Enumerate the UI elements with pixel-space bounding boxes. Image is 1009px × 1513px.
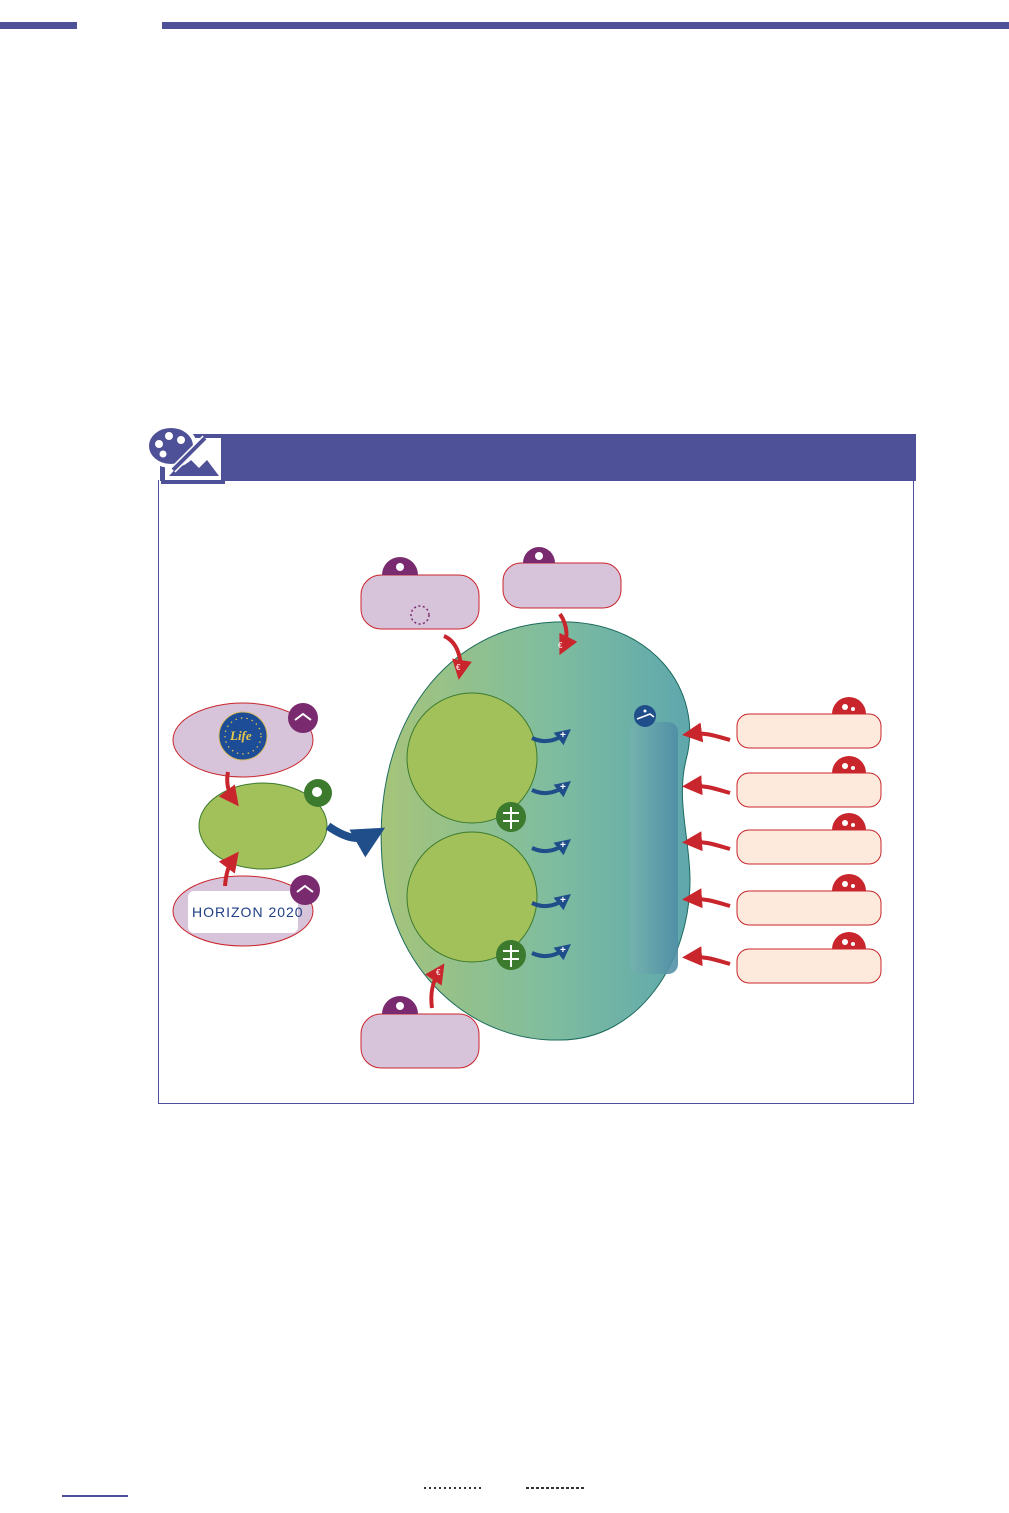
money-bag-icon [382, 557, 418, 575]
handshake-icon [290, 875, 320, 905]
svg-text:+: + [560, 895, 566, 906]
blue-plus-arrows [531, 729, 571, 961]
horizon-logo [188, 891, 298, 933]
main-area-panel [630, 722, 678, 974]
svg-text:€: € [436, 968, 441, 977]
life-logo [218, 711, 268, 761]
funding-box-top-left [360, 574, 480, 630]
gears-euro-icon [832, 697, 866, 949]
svg-text:+: + [560, 840, 566, 851]
research-to-main-arrow [325, 822, 386, 858]
top-rule-left [0, 22, 77, 29]
svg-text:+: + [560, 730, 566, 741]
top-rule-right [162, 22, 1009, 29]
signpost-icon [496, 940, 526, 970]
svg-text:+: + [560, 945, 566, 956]
palette-image-icon [145, 424, 225, 484]
money-bag-icon [382, 996, 418, 1014]
diagram-frame [158, 480, 914, 1104]
right-boxes [736, 713, 882, 984]
svg-text:+: + [560, 782, 566, 793]
life-logo-label: Life [230, 728, 252, 743]
horizon-logo-label: HORIZON 2020 [192, 904, 304, 920]
svg-text:€: € [558, 641, 563, 650]
money-bag-icon [523, 547, 555, 563]
footer-rule [62, 1495, 128, 1497]
eu-stars-circle [410, 605, 430, 625]
inner-circle-top [406, 692, 538, 824]
footer-dots [424, 1487, 586, 1489]
funding-box-top-center [502, 562, 622, 609]
signpost-icon [496, 802, 526, 832]
section-header-bar [160, 434, 916, 481]
head-gear-icon [304, 779, 332, 807]
handshake-icon [288, 703, 318, 733]
inner-circle-bottom [406, 831, 538, 963]
funding-box-bottom [360, 1013, 480, 1069]
svg-text:€: € [456, 663, 461, 672]
hand-water-icon [634, 705, 656, 727]
